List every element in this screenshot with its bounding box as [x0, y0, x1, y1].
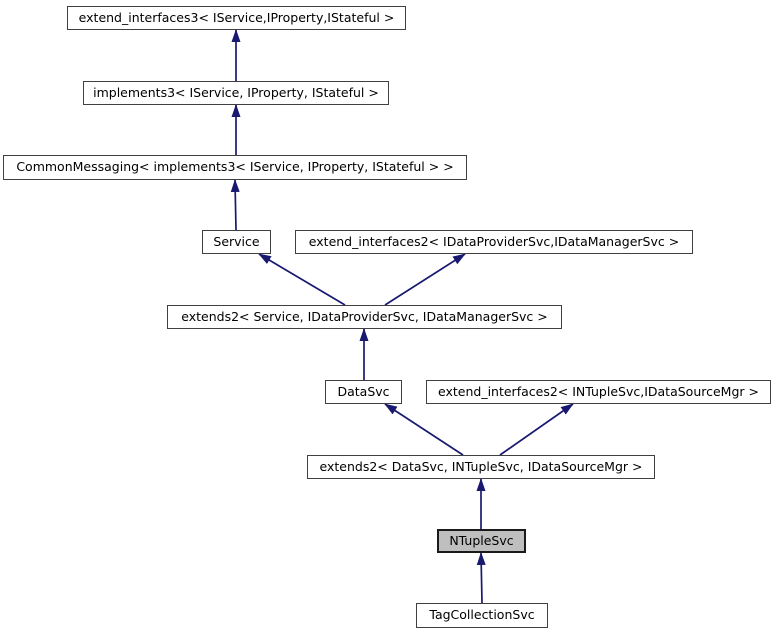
- edge-extends2datasvc-to-datasvc: [384, 403, 464, 456]
- node-extends2-service[interactable]: extends2< Service, IDataProviderSvc, IDa…: [167, 305, 562, 329]
- node-extends2-datasvc[interactable]: extends2< DataSvc, INTupleSvc, IDataSour…: [307, 455, 655, 479]
- node-extend-interfaces2-data[interactable]: extend_interfaces2< IDataProviderSvc,IDa…: [295, 230, 693, 254]
- edge-extends2service-to-extendinterfaces2data: [384, 253, 466, 306]
- node-extend-interfaces2-ntuple[interactable]: extend_interfaces2< INTupleSvc,IDataSour…: [426, 380, 771, 404]
- edge-service-to-commonmessaging: [230, 179, 240, 231]
- node-tagcollectionsvc[interactable]: TagCollectionSvc: [416, 603, 548, 628]
- node-extend-interfaces3[interactable]: extend_interfaces3< IService,IProperty,I…: [67, 6, 406, 30]
- edge-extends2datasvc-to-extendinterfaces2ntuple: [499, 403, 574, 456]
- node-service[interactable]: Service: [202, 230, 271, 254]
- node-implements3[interactable]: implements3< IService, IProperty, IState…: [83, 81, 389, 105]
- node-commonmessaging[interactable]: CommonMessaging< implements3< IService, …: [3, 155, 467, 180]
- node-ntuplesvc-current: NTupleSvc: [437, 529, 526, 553]
- node-datasvc[interactable]: DataSvc: [325, 380, 402, 404]
- edge-extends2service-to-service: [258, 253, 346, 306]
- edge-tagcollectionsvc-to-ntuplesvc: [476, 552, 486, 604]
